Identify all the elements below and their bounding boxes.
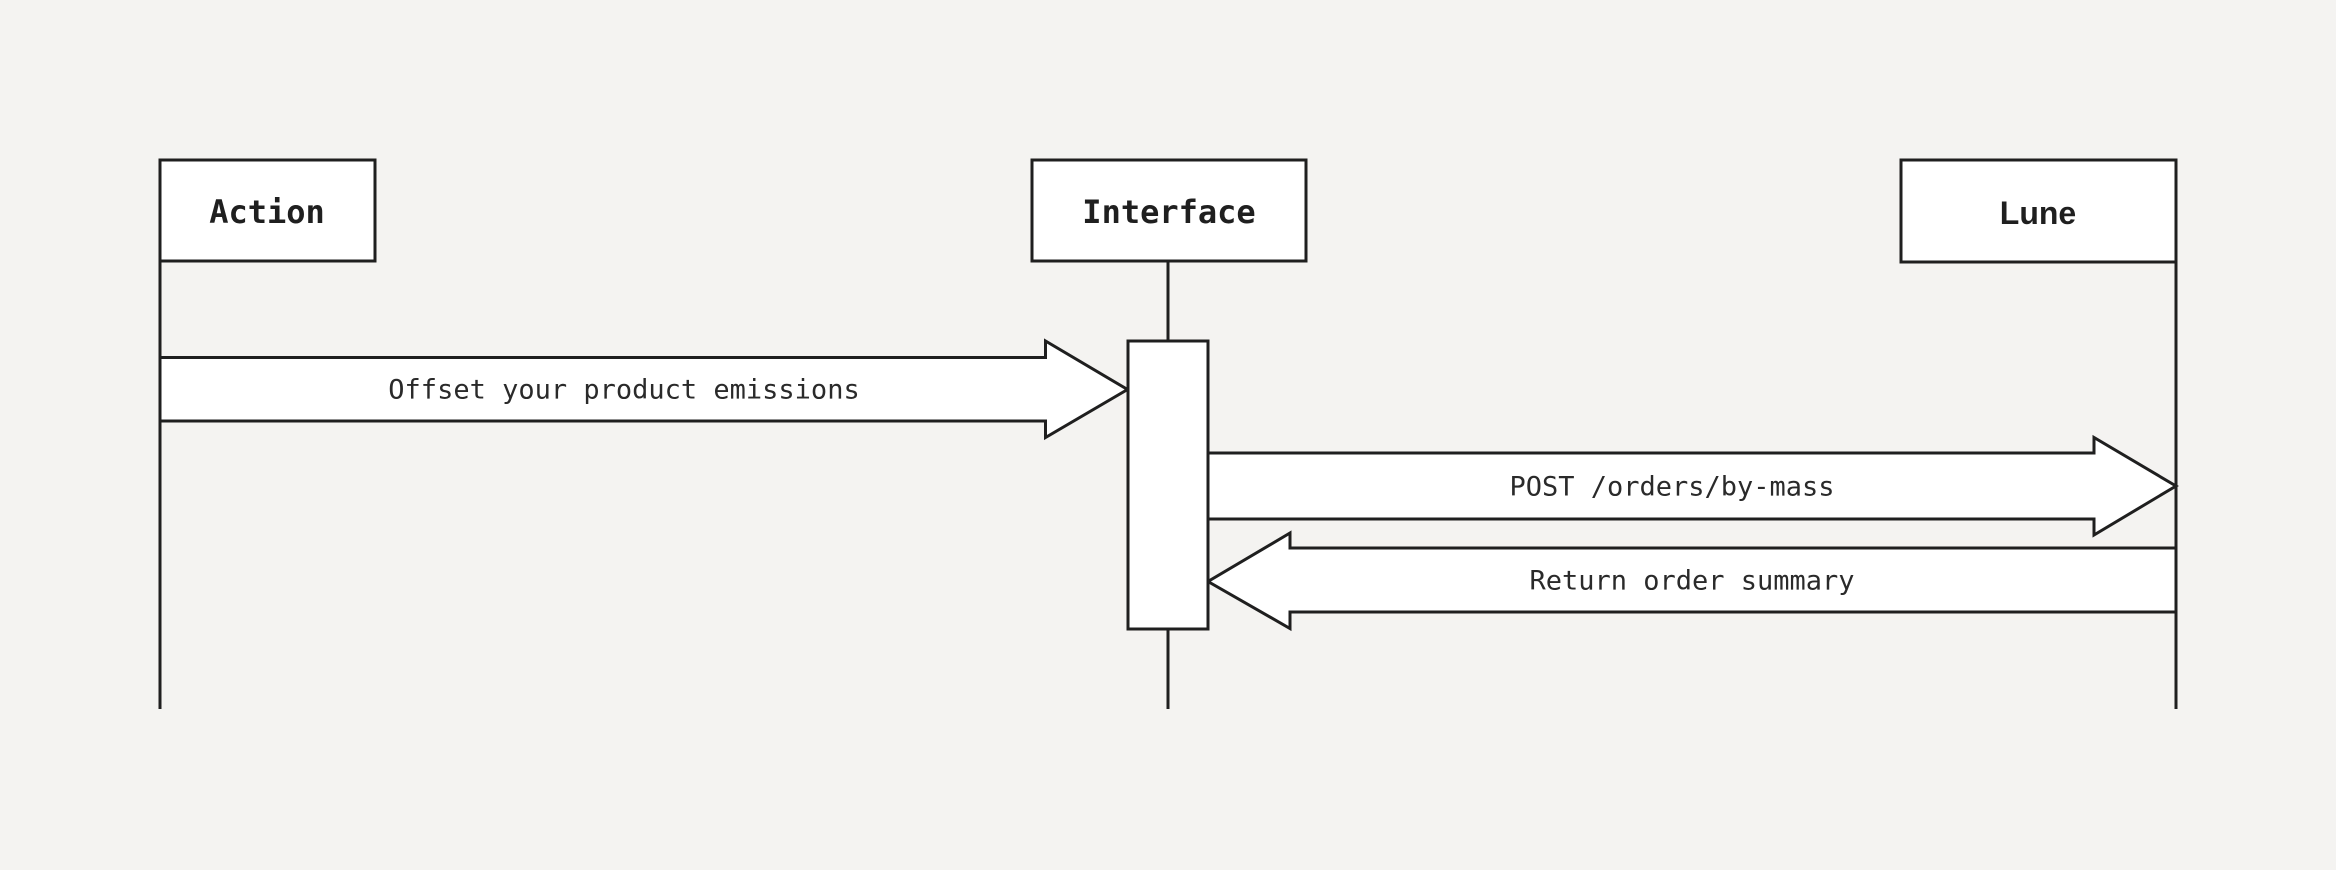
activation-bar-interface [1126, 339, 1210, 631]
actor-label-lune: Lune [2000, 195, 2076, 231]
message-arrow-post-orders [1206, 434, 2179, 538]
actor-label-interface: Interface [1082, 193, 1255, 231]
message-label-offset-emissions: Offset your product emissions [388, 375, 859, 406]
message-label-return-summary: Return order summary [1529, 566, 1854, 597]
message-arrow-return-summary [1205, 530, 2178, 632]
message-arrow-offset-emissions [158, 338, 1131, 441]
actor-label-action: Action [209, 193, 325, 231]
actor-box-interface [1030, 158, 1308, 263]
message-label-post-orders: POST /orders/by-mass [1509, 472, 1834, 503]
actor-box-lune [1899, 158, 2178, 264]
actor-box-action [158, 158, 377, 263]
